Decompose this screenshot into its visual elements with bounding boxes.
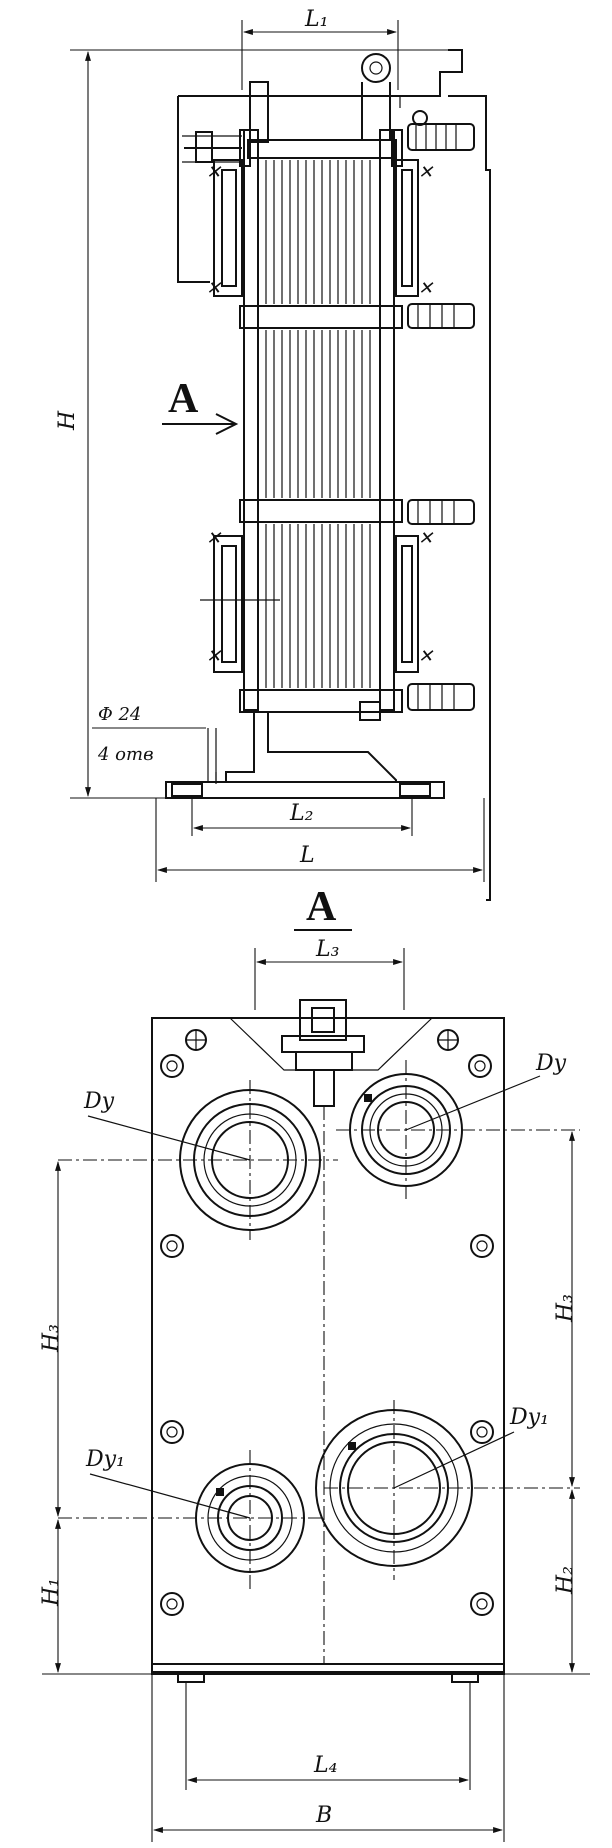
dim-label-l: L [299,843,315,868]
bolts [160,1029,494,1616]
bottom-plate [239,683,475,721]
dim-label-h2: H₂ [553,1566,578,1595]
lifting-eye [249,53,391,143]
side-view: L₁ H [55,7,491,901]
front-view: A L₃ [39,884,590,1842]
dim-label-b: B [315,1803,332,1828]
dim-label-l4: L₄ [313,1753,337,1778]
front-view-title: A [306,884,337,930]
svg-text:✕: ✕ [206,162,222,183]
middle-plate [239,303,475,329]
lower-middle-plate [239,499,475,525]
label-dy-right: Dy [535,1051,567,1076]
dim-label-h3-right: H₃ [553,1294,578,1323]
dim-label-h3-left: H₃ [39,1324,64,1353]
dimension-b: B [151,1674,505,1842]
svg-text:✕: ✕ [418,278,434,299]
svg-text:✕: ✕ [418,162,434,183]
upper-plate-pack [257,157,381,307]
label-dy1-right: Dy₁ [509,1405,549,1430]
top-plate [182,110,475,167]
port-labels: Dy Dy Dy₁ Dy₁ [83,1051,567,1519]
dim-label-l2: L₂ [289,801,313,826]
upper-connections: ✕ ✕ ✕ ✕ [206,159,434,299]
svg-text:✕: ✕ [206,278,222,299]
dimension-h1: H₁ [39,1519,190,1675]
port-bottom-right [315,1400,580,1580]
view-arrow-a: A [162,376,239,435]
front-plate [151,1017,505,1683]
dimension-l1: L₁ [241,7,399,90]
hole-note: Φ 24 4 отв [92,704,206,765]
dimension-h: H [55,49,460,799]
view-marker-a: A [168,376,199,422]
dim-label-h1: H₁ [39,1578,64,1607]
port-bottom-left [58,1450,324,1590]
dimension-h3-right: H₃ [553,1131,578,1487]
dimension-h3-left: H₃ [39,1161,64,1517]
dim-label-l3: L₃ [315,937,339,962]
dimension-l3: L₃ [254,937,405,1010]
frame [177,49,491,901]
dim-label-l1: L₁ [304,7,328,32]
port-top-right [336,1060,580,1200]
lower-plate-pack [200,521,381,691]
svg-text:✕: ✕ [206,646,222,667]
hole-diameter-label: Φ 24 [98,704,141,725]
hole-count-label: 4 отв [97,744,154,765]
lower-connections: ✕ ✕ ✕ ✕ [206,528,434,673]
dimension-l2: L₂ [191,798,413,836]
label-dy1-left: Dy₁ [85,1447,125,1472]
label-dy-left: Dy [83,1089,115,1114]
dimension-h2: H₂ [470,1489,590,1675]
svg-text:✕: ✕ [418,528,434,549]
svg-text:✕: ✕ [206,528,222,549]
support-base [165,712,445,799]
dimension-l: L [155,798,485,882]
svg-text:✕: ✕ [418,646,434,667]
central-plate-pack [257,327,381,501]
dimension-l4: L₄ [185,1682,471,1790]
dim-label-h: H [55,410,80,431]
port-top-left [58,1080,338,1240]
